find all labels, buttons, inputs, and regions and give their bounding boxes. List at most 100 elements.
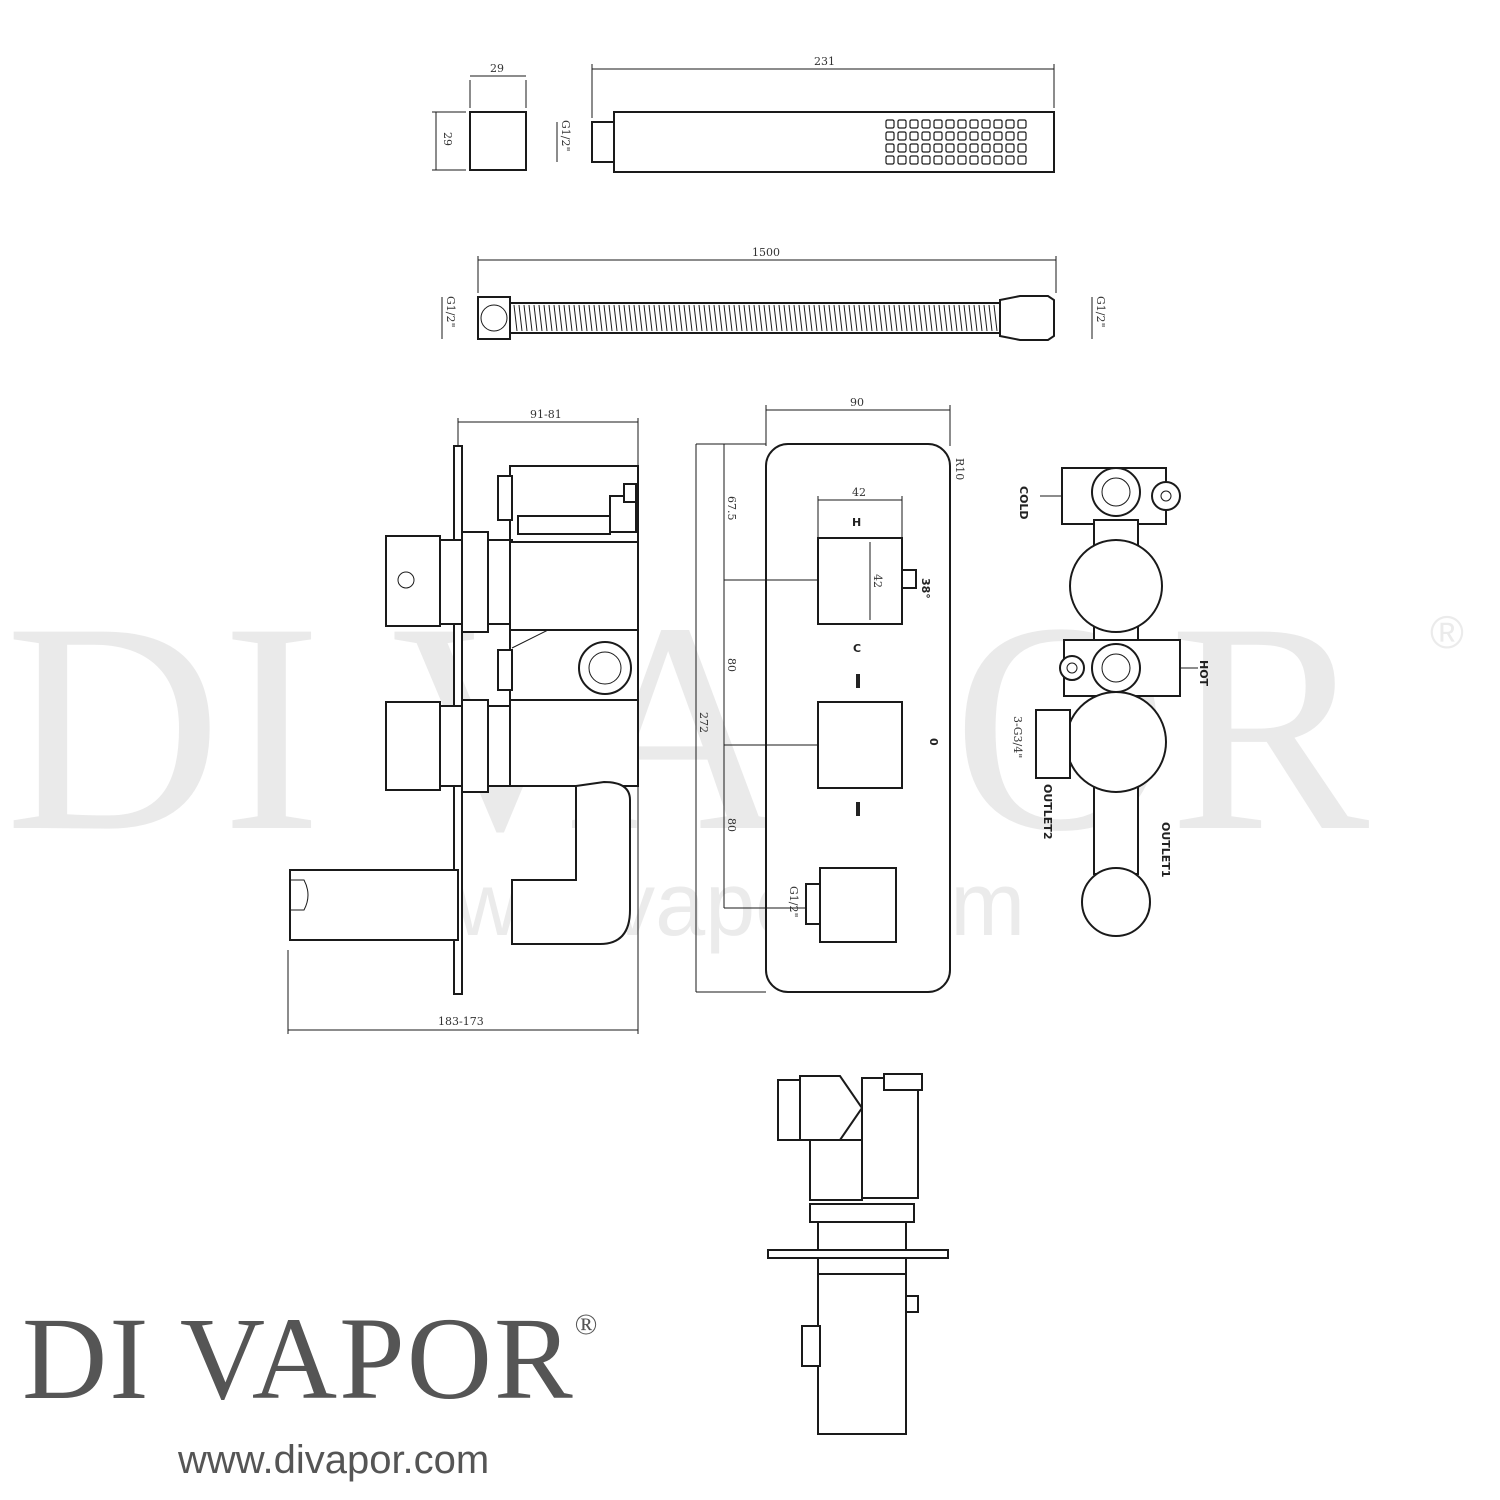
spray-nozzle — [897, 131, 907, 141]
dim-handset-length: 231 — [814, 55, 835, 68]
outlet-2-port — [1035, 709, 1071, 779]
hose-rib — [733, 304, 738, 332]
hose-holder-view: 29 29 — [432, 62, 527, 171]
hose-rib — [668, 304, 673, 332]
hose-rib — [918, 304, 923, 332]
hose-rib — [858, 304, 863, 332]
hose-rib — [538, 304, 543, 332]
hose-rib — [703, 304, 708, 332]
hose-rib — [543, 304, 548, 332]
hose-rib — [708, 304, 713, 332]
spray-nozzle — [897, 155, 907, 165]
hose-rib — [888, 304, 893, 332]
hose-rib — [658, 304, 663, 332]
hose-rib — [768, 304, 773, 332]
handset-connector — [591, 121, 615, 163]
hose-rib — [843, 304, 848, 332]
spray-nozzles — [885, 119, 1027, 165]
hose-rib — [928, 304, 933, 332]
hose-rib — [828, 304, 833, 332]
hose-rib — [838, 304, 843, 332]
spray-nozzle — [1017, 131, 1027, 141]
cold-inlet-label: COLD — [1017, 486, 1030, 520]
hose-cone-right — [999, 295, 1055, 341]
spray-nozzle — [993, 143, 1003, 153]
spray-nozzle — [909, 143, 919, 153]
dim-handle-height: 42 — [871, 574, 884, 588]
hose-rib — [528, 304, 533, 332]
hose-rib — [553, 304, 558, 332]
hose-rib — [728, 304, 733, 332]
dim-hose-thread-right: G1/2" — [1094, 296, 1107, 328]
hose-ribs — [513, 304, 998, 332]
hose-rib — [693, 304, 698, 332]
spray-nozzle — [897, 119, 907, 129]
outlet-2-label: OUTLET2 — [1041, 784, 1054, 839]
spray-nozzle — [981, 131, 991, 141]
spray-nozzle — [921, 155, 931, 165]
tick-mark-2 — [856, 802, 860, 816]
hose-rib — [968, 304, 973, 332]
hose-rib — [943, 304, 948, 332]
spray-nozzle — [957, 155, 967, 165]
spray-nozzle — [933, 119, 943, 129]
hose-rib — [873, 304, 878, 332]
hose-rib — [818, 304, 823, 332]
hose-rib — [923, 304, 928, 332]
watermark-registered: ® — [1430, 606, 1464, 658]
hose-rib — [963, 304, 968, 332]
hose-rib — [588, 304, 593, 332]
hose-rib — [978, 304, 983, 332]
outlet-1-port — [1081, 867, 1151, 937]
cartridge-2 — [1065, 691, 1167, 793]
hose-rib — [793, 304, 798, 332]
hose-rib — [698, 304, 703, 332]
spray-nozzle — [993, 119, 1003, 129]
dim-body-thread: 3-G3/4" — [1011, 716, 1024, 758]
outlet-connector — [819, 867, 897, 943]
spray-nozzle — [885, 155, 895, 165]
hose-rib — [648, 304, 653, 332]
holder-block — [469, 111, 527, 171]
hose-rib — [913, 304, 918, 332]
hose-rib — [833, 304, 838, 332]
dim-handle-width: 42 — [852, 486, 866, 499]
dim-holder-height: 29 — [441, 132, 454, 146]
brand-logo-text: DI VAPOR — [22, 1293, 575, 1424]
temp-label: 38° — [919, 578, 932, 599]
hose-view: 1500 G1/2" G1/2" — [441, 246, 1107, 341]
hose-rib — [523, 304, 528, 332]
cover-plate-front-view: 90 R10 272 67.5 80 80 42 H 42 38° C 0 G1… — [695, 396, 966, 993]
dim-plate-height: 272 — [697, 712, 710, 733]
hose-rib — [533, 304, 538, 332]
hose-rib — [953, 304, 958, 332]
spray-nozzle — [1005, 143, 1015, 153]
hose-rib — [933, 304, 938, 332]
spray-nozzle — [933, 155, 943, 165]
spray-nozzle — [957, 131, 967, 141]
spray-nozzle — [981, 143, 991, 153]
hose-rib — [758, 304, 763, 332]
dim-handset-thread: G1/2" — [559, 120, 572, 152]
outlet-1-label: OUTLET1 — [1159, 822, 1172, 877]
spray-nozzle — [945, 119, 955, 129]
hose-rib — [803, 304, 808, 332]
valve-body-bottom — [509, 699, 639, 787]
handset-body — [613, 111, 1055, 173]
hose-rib — [903, 304, 908, 332]
spray-nozzle — [885, 131, 895, 141]
hose-rib — [688, 304, 693, 332]
hose-rib — [628, 304, 633, 332]
spray-nozzle — [1005, 155, 1015, 165]
spray-nozzle — [885, 143, 895, 153]
hose-rib — [848, 304, 853, 332]
hose-rib — [783, 304, 788, 332]
temperature-handle — [817, 537, 903, 625]
hose-rib — [748, 304, 753, 332]
hose-rib — [973, 304, 978, 332]
spray-nozzle — [1005, 119, 1015, 129]
hose-rib — [608, 304, 613, 332]
hose-rib — [568, 304, 573, 332]
spray-nozzle — [933, 143, 943, 153]
hose-rib — [548, 304, 553, 332]
